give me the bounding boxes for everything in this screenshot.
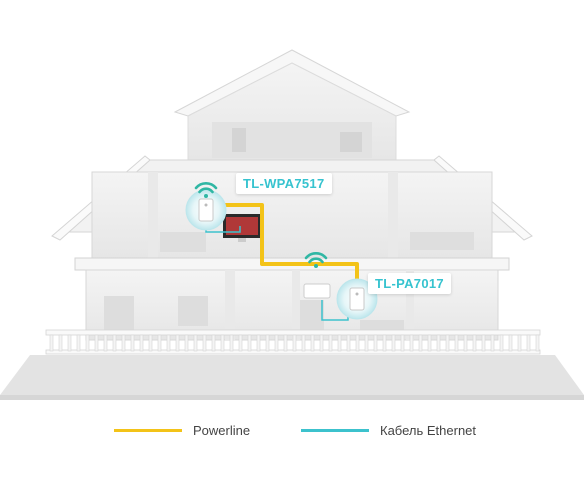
house-diagram [0,49,584,400]
legend: Powerline Кабель Ethernet [0,418,584,442]
fence-post [166,334,171,352]
fence-post [373,334,378,352]
fence-post [472,334,477,352]
fence-post [220,334,225,352]
device-label-wpa: TL-WPA7517 [236,173,332,194]
powerline-swatch [114,428,182,432]
fence-post [292,334,297,352]
fence-post [247,334,252,352]
upper-floor [51,155,533,259]
fence [45,329,541,355]
device-label-pa: TL-PA7017 [368,273,451,294]
legend-label-powerline: Powerline [193,422,251,438]
fence-post [202,334,207,352]
powerline-cable [210,203,359,294]
fence-post [319,334,324,352]
fence-post [454,334,459,352]
upper-roof [173,49,411,161]
fence-post [76,334,81,352]
fence-post [346,334,351,352]
fence-post [400,334,405,352]
fence-post [85,334,90,352]
fence-post [112,334,117,352]
fence-post [427,334,432,352]
fence-post [463,334,468,352]
fence-post [49,334,54,352]
legend-label-ethernet: Кабель Ethernet [380,422,477,438]
fence-post [229,334,234,352]
fence-post [256,334,261,352]
pa-adapter [336,278,378,320]
fence-post [175,334,180,352]
fence-post [130,334,135,352]
ethernet-swatch [301,428,369,432]
fence-post [211,334,216,352]
fence-post [67,334,72,352]
fence-post [238,334,243,352]
ground-platform [0,355,584,400]
fence-post [436,334,441,352]
fence-post [139,334,144,352]
fence-post [301,334,306,352]
fence-post [364,334,369,352]
fence-post [508,334,513,352]
wifi-icon-lower [304,252,328,268]
fence-post [499,334,504,352]
fence-post [121,334,126,352]
fence-post [193,334,198,352]
fence-post [445,334,450,352]
fence-post [481,334,486,352]
fence-post [265,334,270,352]
fence-post [337,334,342,352]
fence-post [274,334,279,352]
router [303,283,331,299]
fence-post [157,334,162,352]
fence-post [490,334,495,352]
fence-post [391,334,396,352]
fence-post [148,334,153,352]
tv-screen [223,214,261,242]
legend-item-ethernet: Кабель Ethernet [301,418,476,442]
legend-item-powerline: Powerline [114,418,250,442]
fence-post [94,334,99,352]
fence-post [103,334,108,352]
fence-post [517,334,522,352]
wpa-adapter [185,189,227,231]
fence-post [328,334,333,352]
fence-post [283,334,288,352]
fence-post [535,334,540,352]
fence-post [409,334,414,352]
fence-post [526,334,531,352]
fence-post [382,334,387,352]
fence-post [184,334,189,352]
fence-post [355,334,360,352]
fence-post [418,334,423,352]
fence-post [310,334,315,352]
wifi-icon-upper [194,182,218,198]
fence-post [58,334,63,352]
